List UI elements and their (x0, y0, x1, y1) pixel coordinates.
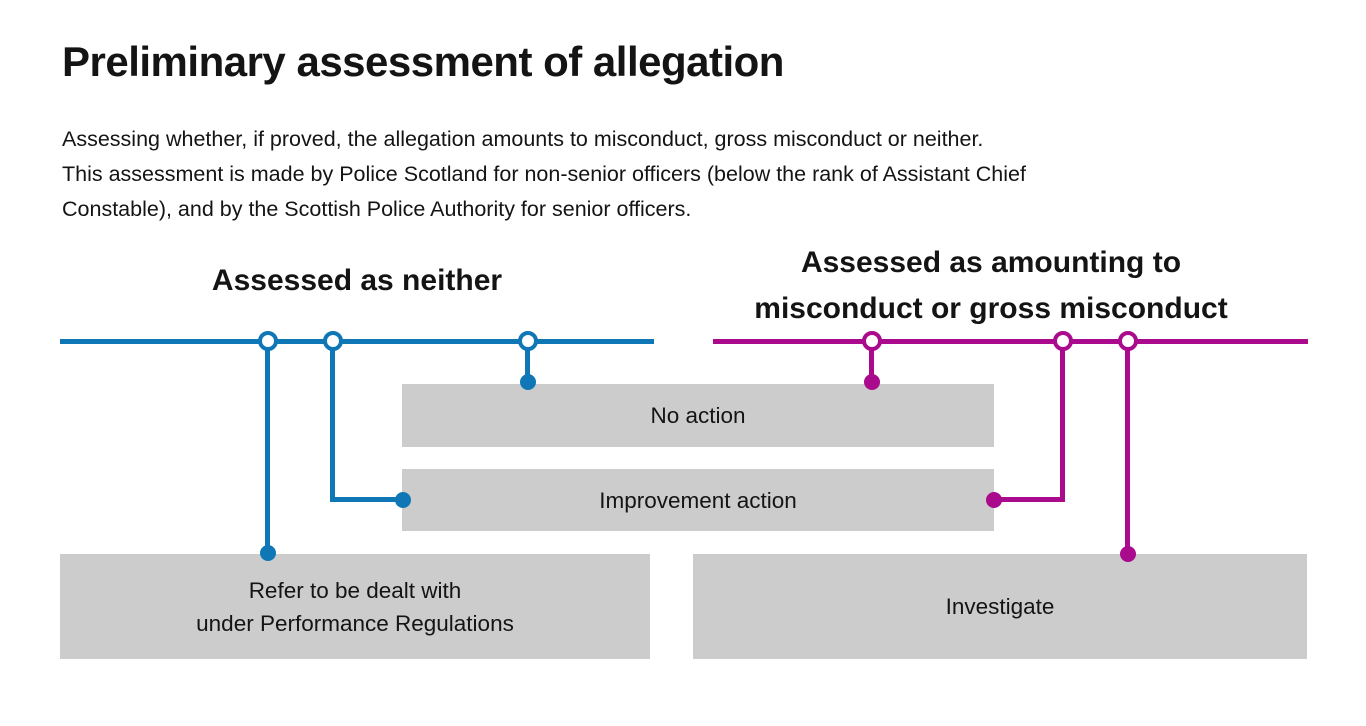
misconduct-connector-improvement-vertical (1060, 349, 1065, 502)
box-improvement-action-label: Improvement action (599, 487, 797, 513)
neither-connector-no-action-vertical (525, 349, 530, 382)
neither-junction-circle-2 (323, 331, 343, 351)
branch-header-misconduct-line-1: Assessed as amounting to (800, 246, 1182, 279)
box-refer-label-line-2: under Performance Regulations (196, 610, 514, 636)
misconduct-endpoint-dot-investigate (1120, 546, 1136, 562)
box-refer-label-line-1: Refer to be dealt with (248, 577, 462, 603)
box-no-action-label: No action (650, 403, 746, 428)
intro-line-1: Assessing whether, if proved, the allega… (62, 127, 984, 151)
misconduct-branch-line (713, 339, 1308, 344)
box-no-action: No action (402, 384, 994, 447)
misconduct-junction-circle-1 (862, 331, 882, 351)
neither-endpoint-dot-no-action (520, 374, 536, 390)
box-investigate: Investigate (693, 554, 1307, 659)
intro-text: Assessing whether, if proved, the allega… (62, 122, 1026, 227)
intro-line-2: This assessment is made by Police Scotla… (62, 162, 1026, 186)
branch-header-misconduct-line-2: misconduct or gross misconduct (754, 292, 1228, 325)
neither-endpoint-dot-refer (260, 545, 276, 561)
misconduct-connector-investigate-vertical (1125, 349, 1130, 554)
neither-endpoint-dot-improvement (395, 492, 411, 508)
box-improvement-action: Improvement action (402, 469, 994, 531)
neither-connector-improvement-horizontal (330, 497, 403, 502)
misconduct-junction-circle-3 (1118, 331, 1138, 351)
misconduct-endpoint-dot-improvement (986, 492, 1002, 508)
box-investigate-label: Investigate (945, 594, 1055, 619)
misconduct-connector-no-action-vertical (869, 349, 874, 382)
neither-branch-line (60, 339, 654, 344)
neither-connector-refer-vertical (265, 349, 270, 553)
neither-junction-circle-3 (518, 331, 538, 351)
intro-line-3: Constable), and by the Scottish Police A… (62, 197, 692, 221)
page-title: Preliminary assessment of allegation (62, 38, 784, 85)
box-refer-performance-regulations: Refer to be dealt with under Performance… (60, 554, 650, 659)
branch-header-neither: Assessed as neither (211, 264, 503, 297)
branch-header-misconduct: Assessed as amounting to misconduct or g… (711, 240, 1271, 332)
misconduct-endpoint-dot-no-action (864, 374, 880, 390)
neither-connector-improvement-vertical (330, 349, 335, 502)
neither-junction-circle-1 (258, 331, 278, 351)
misconduct-connector-improvement-horizontal (994, 497, 1065, 502)
misconduct-junction-circle-2 (1053, 331, 1073, 351)
